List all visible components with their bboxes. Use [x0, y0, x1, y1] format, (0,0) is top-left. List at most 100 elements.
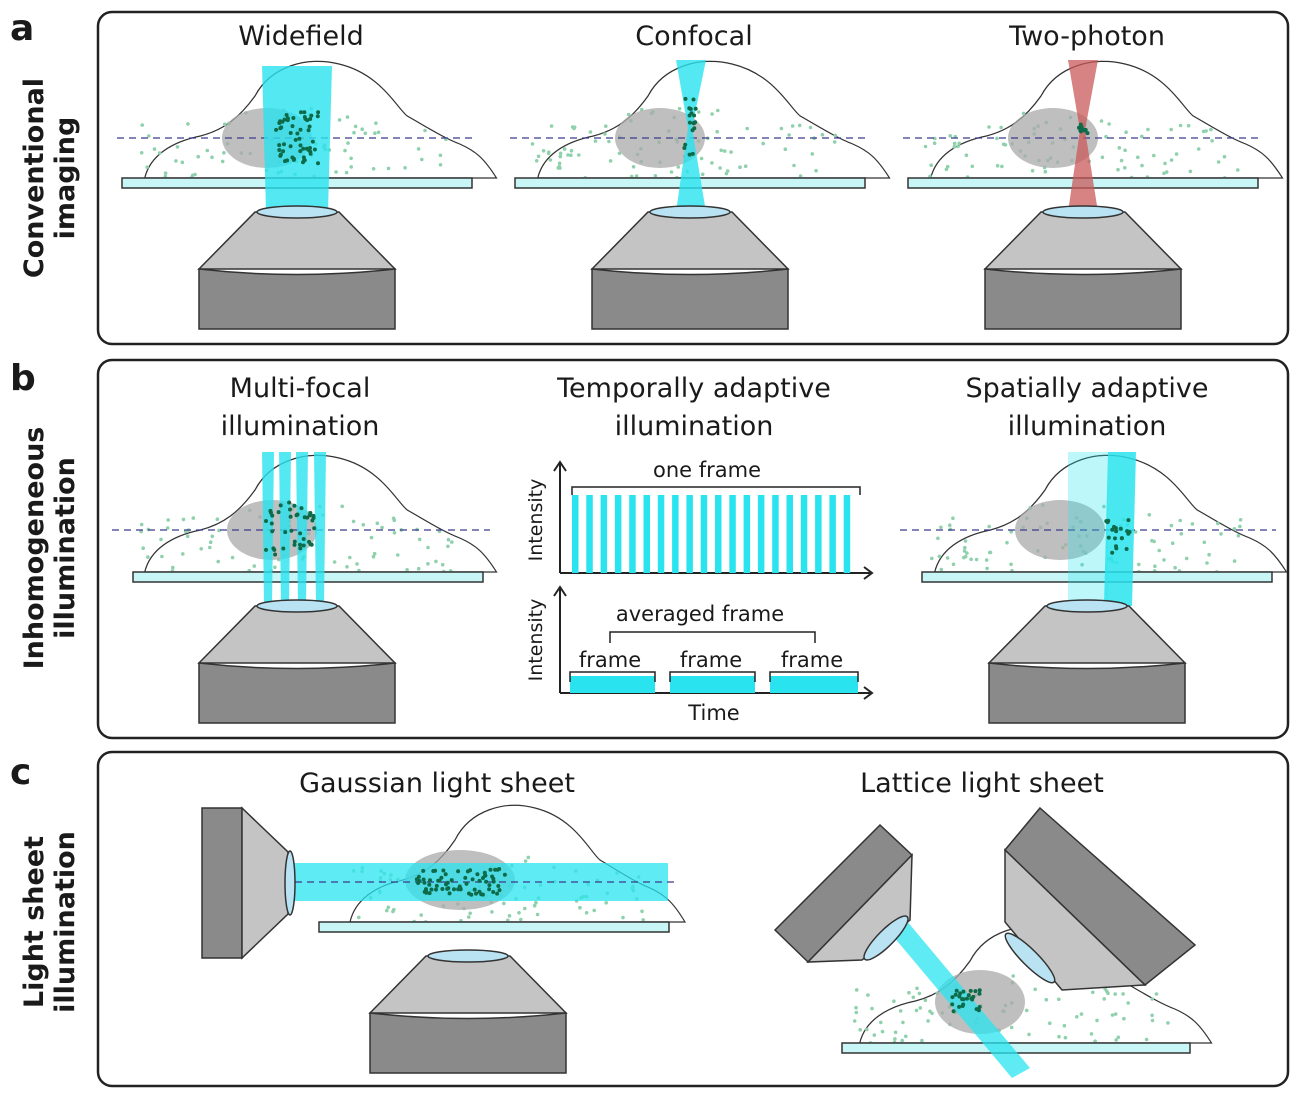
marker-dot — [1216, 160, 1221, 164]
active-dot — [287, 500, 292, 505]
active-dot — [965, 996, 969, 1001]
active-dot — [437, 878, 442, 883]
marker-dot — [1113, 992, 1117, 996]
marker-dot — [1205, 561, 1209, 565]
pulse-bar — [786, 495, 793, 573]
marker-dot — [1163, 161, 1167, 166]
active-dot — [487, 887, 492, 892]
cell-outline — [537, 60, 891, 179]
active-dot — [298, 546, 303, 551]
marker-dot — [1209, 127, 1213, 132]
marker-dot — [592, 908, 596, 913]
marker-dot — [446, 544, 450, 549]
marker-dot — [578, 905, 582, 910]
marker-dot — [171, 565, 175, 570]
marker-dot — [715, 129, 719, 134]
marker-dot — [852, 1019, 857, 1023]
marker-dot — [1147, 513, 1152, 517]
marker-dot — [1093, 1039, 1097, 1043]
marker-dot — [963, 554, 968, 559]
marker-dot — [729, 150, 733, 154]
marker-dot — [351, 519, 356, 524]
marker-dot — [557, 161, 562, 166]
marker-dot — [1000, 164, 1004, 169]
marker-dot — [951, 516, 955, 520]
marker-dot — [1110, 1013, 1115, 1017]
active-dot — [292, 542, 297, 547]
marker-dot — [1169, 523, 1174, 528]
marker-dot — [930, 556, 934, 561]
marker-dot — [526, 855, 531, 860]
marker-dot — [939, 567, 944, 572]
marker-dot — [273, 565, 277, 570]
active-dot — [316, 110, 321, 115]
marker-dot — [604, 901, 608, 905]
marker-dot — [995, 136, 999, 141]
marker-dot — [216, 559, 220, 564]
marker-dot — [1075, 1015, 1079, 1019]
panel-frame-b — [96, 358, 1290, 740]
marker-dot — [914, 1008, 919, 1013]
marker-dot — [810, 152, 815, 156]
bracket-frame-0 — [569, 671, 656, 682]
marker-dot — [1114, 1038, 1118, 1042]
marker-dot — [1232, 527, 1237, 531]
bracket-frame-2 — [769, 671, 859, 682]
title-lattice-light-sheet: Lattice light sheet — [860, 768, 1104, 799]
active-dot — [1125, 529, 1130, 534]
active-dot — [683, 142, 688, 147]
marker-dot — [1162, 171, 1166, 176]
active-dot — [491, 879, 496, 884]
marker-dot — [719, 148, 723, 153]
active-dot — [310, 518, 315, 523]
marker-dot — [210, 155, 214, 160]
multi-focal-line2: illumination — [220, 411, 380, 442]
row-label-a-line1: Conventional — [19, 77, 50, 279]
marker-dot — [797, 123, 802, 128]
active-dot — [427, 882, 432, 887]
active-dot — [303, 116, 308, 121]
active-dot — [961, 989, 966, 994]
marker-dot — [186, 122, 190, 126]
active-dot — [687, 152, 692, 157]
marker-dot — [517, 911, 521, 915]
title-widefield: Widefield — [238, 21, 364, 52]
marker-dot — [548, 158, 553, 162]
marker-dot — [1162, 558, 1166, 562]
marker-dot — [722, 149, 727, 153]
objective-lattice-left — [773, 823, 914, 964]
marker-dot — [1113, 1012, 1118, 1016]
active-dot — [691, 121, 696, 126]
active-dot — [458, 886, 463, 891]
marker-dot — [343, 148, 347, 153]
marker-dot — [376, 130, 381, 135]
active-dot — [691, 97, 696, 102]
x-axis-label-time: Time — [688, 701, 740, 725]
marker-dot — [1001, 142, 1006, 146]
marker-dot — [631, 165, 636, 169]
marker-dot — [987, 524, 991, 529]
marker-dot — [1202, 540, 1207, 545]
marker-dot — [392, 518, 397, 522]
pulse-bar — [829, 495, 836, 573]
marker-dot — [1044, 997, 1049, 1002]
objective-body-shape — [591, 268, 789, 330]
active-dot — [682, 146, 687, 150]
pulse-bar — [657, 495, 665, 573]
marker-dot — [353, 124, 358, 129]
active-dot — [484, 879, 489, 884]
active-dot — [283, 530, 288, 535]
title-gaussian-light-sheet: Gaussian light sheet — [299, 768, 575, 799]
slide-multi-focal — [132, 571, 484, 583]
marker-dot — [1024, 1008, 1029, 1013]
marker-dot — [699, 156, 704, 161]
marker-dot — [854, 988, 859, 992]
marker-dot — [920, 1038, 924, 1043]
frame-block-0 — [570, 676, 655, 693]
active-dot — [497, 867, 502, 871]
marker-dot — [1009, 1025, 1014, 1030]
row-label-a-line2: imaging — [50, 116, 81, 240]
marker-dot — [374, 121, 378, 125]
marker-dot — [558, 154, 563, 159]
marker-dot — [865, 1027, 869, 1032]
